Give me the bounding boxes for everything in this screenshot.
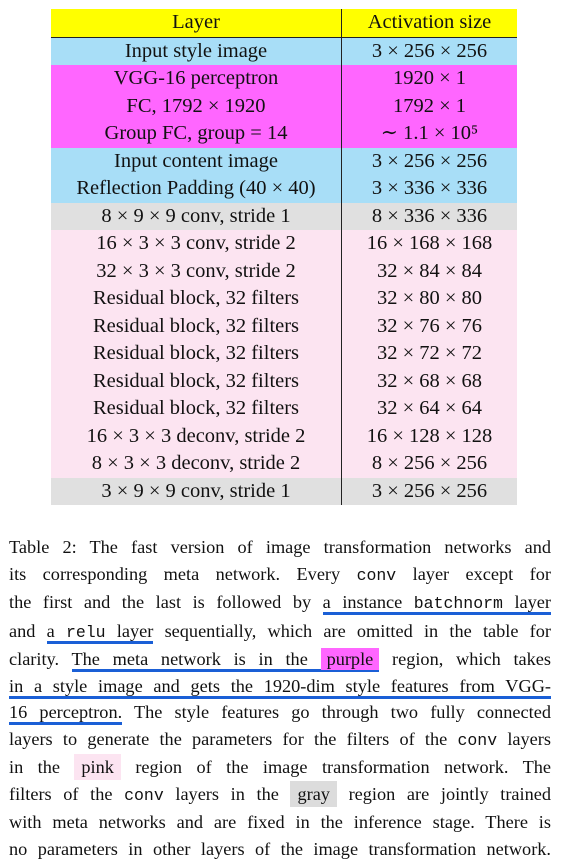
activation-size-cell: 32 × 72 × 72 <box>341 340 517 368</box>
activation-size-cell: 3 × 256 × 256 <box>341 477 517 505</box>
activation-size-cell: 3 × 256 × 256 <box>341 37 517 65</box>
caption-line: no parameters in other layers of the ima… <box>9 838 551 859</box>
activation-size-cell: 16 × 128 × 128 <box>341 422 517 450</box>
activation-size-cell: 32 × 84 × 84 <box>341 257 517 285</box>
activation-size-cell: 3 × 256 × 256 <box>341 147 517 175</box>
header-activation-size: Activation size <box>341 9 517 37</box>
table-header-row: Layer Activation size <box>51 9 517 37</box>
table-row: FC, 1792 × 1920 1792 × 1 <box>51 92 517 120</box>
pink-highlight: pink <box>74 754 121 780</box>
caption-line: 16 perceptron. The style features go thr… <box>9 699 551 726</box>
gray-highlight: gray <box>290 780 337 807</box>
caption-line: its corresponding meta network. Every co… <box>9 563 551 585</box>
layer-cell: Residual block, 32 filters <box>92 287 300 310</box>
table-caption: Table 2: The fast version of image trans… <box>9 534 551 862</box>
underline-relu-phrase: a relu layer <box>46 620 154 644</box>
activation-size-cell: 1920 × 1 <box>341 65 517 93</box>
code-conv: conv <box>356 565 397 585</box>
layer-cell: VGG-16 perceptron <box>113 67 279 90</box>
activation-size-cell: 32 × 76 × 76 <box>341 312 517 340</box>
caption-line: clarity. The meta network is in the purp… <box>9 646 551 673</box>
table-row: Group FC, group = 14 ∼ 1.1 × 10⁵ <box>51 120 517 148</box>
activation-size-cell: 8 × 336 × 336 <box>341 202 517 230</box>
caption-line: filters of the conv layers in the gray r… <box>9 780 551 810</box>
layer-cell: Reflection Padding (40 × 40) <box>76 177 316 200</box>
layer-cell: Group FC, group = 14 <box>104 122 288 145</box>
table-row: 32 × 3 × 3 conv, stride 2 32 × 84 × 84 <box>51 257 517 285</box>
table-row: Residual block, 32 filters 32 × 64 × 64 <box>51 395 517 423</box>
layer-cell: Residual block, 32 filters <box>92 369 300 392</box>
layer-cell: 16 × 3 × 3 deconv, stride 2 <box>86 424 306 447</box>
caption-line: layers to generate the parameters for th… <box>9 728 551 750</box>
caption-line: and a relu layer sequentially, which are… <box>9 620 551 644</box>
activation-size-cell: 8 × 256 × 256 <box>341 450 517 478</box>
layer-cell: Residual block, 32 filters <box>92 314 300 337</box>
activation-size-cell: ∼ 1.1 × 10⁵ <box>341 120 517 148</box>
layer-cell: Residual block, 32 filters <box>92 342 300 365</box>
activation-size-cell: 1792 × 1 <box>341 92 517 120</box>
layer-cell: Input style image <box>124 39 268 62</box>
layer-cell: FC, 1792 × 1920 <box>126 94 266 117</box>
table-row: 8 × 3 × 3 deconv, stride 2 8 × 256 × 256 <box>51 450 517 478</box>
table-row: Input style image 3 × 256 × 256 <box>51 36 517 65</box>
header-layer: Layer <box>172 11 220 34</box>
table-row: 8 × 9 × 9 conv, stride 1 8 × 336 × 336 <box>51 202 517 230</box>
table-row: 16 × 3 × 3 deconv, stride 2 16 × 128 × 12… <box>51 422 517 450</box>
caption-line: Table 2: The fast version of image trans… <box>9 537 551 557</box>
layer-cell: 16 × 3 × 3 conv, stride 2 <box>96 232 296 255</box>
layer-table: Layer Activation size Input style image 3… <box>51 9 517 505</box>
table-row: Residual block, 32 filters 32 × 76 × 76 <box>51 312 517 340</box>
layer-cell: 32 × 3 × 3 conv, stride 2 <box>96 259 296 282</box>
activation-size-cell: 32 × 64 × 64 <box>341 395 517 423</box>
caption-line: the first and the last is followed by a … <box>9 592 551 615</box>
caption-line: in a style image and gets the 1920-dim s… <box>9 673 551 700</box>
table-row: VGG-16 perceptron 1920 × 1 <box>51 65 517 93</box>
table-row: 16 × 3 × 3 conv, stride 2 16 × 168 × 168 <box>51 230 517 258</box>
underline-meta-network-phrase: The meta network is in the purple <box>71 648 380 672</box>
caption-line: with meta networks and are fixed in the … <box>9 812 551 832</box>
layer-cell: 3 × 9 × 9 conv, stride 1 <box>101 479 291 502</box>
table-row: 3 × 9 × 9 conv, stride 1 3 × 256 × 256 <box>51 477 517 505</box>
table-row: Residual block, 32 filters 32 × 72 × 72 <box>51 340 517 368</box>
layer-cell: Input content image <box>114 149 278 172</box>
table-row: Input content image 3 × 256 × 256 <box>51 147 517 175</box>
activation-size-cell: 16 × 168 × 168 <box>341 230 517 258</box>
layer-cell: 8 × 3 × 3 deconv, stride 2 <box>91 452 301 475</box>
layer-cell: Residual block, 32 filters <box>92 397 300 420</box>
code-relu: relu <box>65 622 106 642</box>
activation-size-cell: 32 × 68 × 68 <box>341 367 517 395</box>
underline-batchnorm-phrase: a instance batchnorm layer <box>322 592 551 615</box>
code-batchnorm: batchnorm <box>413 594 503 613</box>
activation-size-cell: 3 × 336 × 336 <box>341 175 517 203</box>
caption-line: in the pink region of the image transfor… <box>9 754 551 781</box>
table-row: Residual block, 32 filters 32 × 80 × 80 <box>51 285 517 313</box>
layer-cell: 8 × 9 × 9 conv, stride 1 <box>101 204 291 227</box>
caption-label: Table 2: <box>9 537 77 557</box>
table-row: Residual block, 32 filters 32 × 68 × 68 <box>51 367 517 395</box>
purple-highlight: purple <box>320 648 380 670</box>
activation-size-cell: 32 × 80 × 80 <box>341 285 517 313</box>
table-row: Reflection Padding (40 × 40) 3 × 336 × 33… <box>51 175 517 203</box>
